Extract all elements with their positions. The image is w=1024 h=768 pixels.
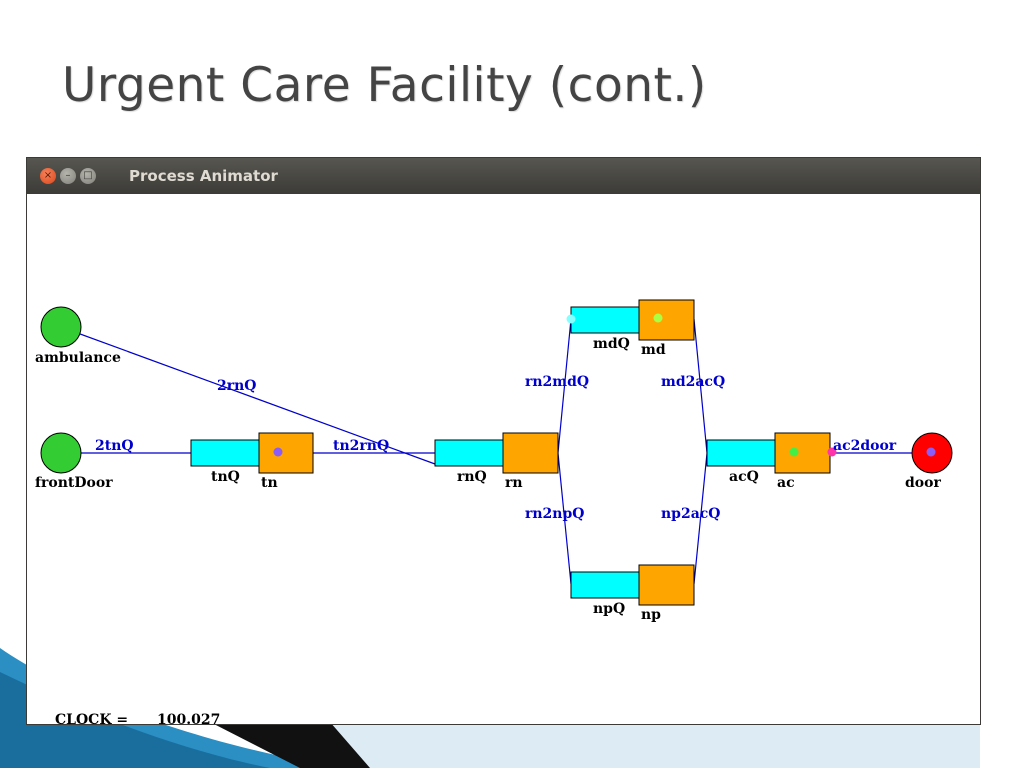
- tnQ-queue[interactable]: [190, 439, 260, 467]
- acQ-label: acQ: [729, 469, 759, 485]
- entity-token: [566, 314, 576, 324]
- tnQ-label: tnQ: [211, 469, 240, 485]
- edge-np2acQ-label: np2acQ: [661, 506, 721, 522]
- edge-2tnQ-label: 2tnQ: [95, 438, 134, 454]
- tn-label: tn: [261, 475, 278, 491]
- rn-label: rn: [505, 475, 523, 491]
- edge-2rnQ: [60, 326, 436, 465]
- window-title: Process Animator: [129, 167, 278, 185]
- edge-rn2npQ: [557, 452, 572, 585]
- maximize-button[interactable]: □: [80, 168, 96, 184]
- edge-md2acQ: [693, 318, 708, 454]
- ambulance-source-node[interactable]: [40, 306, 82, 348]
- process-animator-window: × – □ Process Animator: [26, 157, 981, 725]
- acQ-queue[interactable]: [706, 439, 776, 467]
- frontDoor-label: frontDoor: [35, 475, 113, 491]
- mdQ-queue[interactable]: [570, 306, 640, 334]
- minimize-button[interactable]: –: [60, 168, 76, 184]
- rnQ-label: rnQ: [457, 469, 487, 485]
- ambulance-label: ambulance: [35, 350, 121, 366]
- animation-canvas: ambulance frontDoor tnQ tn rnQ rn mdQ md…: [35, 299, 953, 724]
- rn-server[interactable]: [502, 432, 559, 474]
- npQ-queue[interactable]: [570, 571, 640, 599]
- entity-token: [789, 447, 799, 457]
- md-label: md: [641, 342, 666, 358]
- ac-server[interactable]: [774, 432, 831, 474]
- edge-2rnQ-label: 2rnQ: [217, 378, 257, 394]
- entity-token: [273, 447, 283, 457]
- decor-wave-dark-blue: [0, 672, 270, 768]
- np-label: np: [641, 607, 661, 623]
- entity-token: [827, 447, 837, 457]
- npQ-label: npQ: [593, 601, 625, 617]
- md-server[interactable]: [638, 299, 695, 341]
- ac-label: ac: [777, 475, 795, 491]
- edge-md2acQ-label: md2acQ: [661, 374, 725, 390]
- entity-token: [653, 313, 663, 323]
- mdQ-label: mdQ: [593, 336, 630, 352]
- np-server[interactable]: [638, 564, 695, 606]
- edges: [60, 318, 931, 585]
- close-button[interactable]: ×: [40, 168, 56, 184]
- edge-ac2door-label: ac2door: [833, 438, 897, 454]
- edge-rn2mdQ-label: rn2mdQ: [525, 374, 589, 390]
- slide-title: Urgent Care Facility (cont.): [62, 58, 707, 113]
- clock-value: 100.027: [157, 712, 220, 724]
- tn-server[interactable]: [258, 432, 314, 474]
- entity-token: [926, 447, 936, 457]
- decor-light-stripe: [330, 722, 980, 768]
- clock-label: CLOCK =: [55, 712, 128, 724]
- edge-tn2rnQ-label: tn2rnQ: [333, 438, 389, 454]
- edge-rn2mdQ: [557, 318, 572, 454]
- frontDoor-source-node[interactable]: [40, 432, 82, 474]
- rnQ-queue[interactable]: [434, 439, 504, 467]
- window-titlebar[interactable]: × – □ Process Animator: [27, 158, 980, 194]
- edge-np2acQ: [693, 452, 708, 585]
- door-label: door: [905, 475, 941, 491]
- edge-rn2npQ-label: rn2npQ: [525, 506, 584, 522]
